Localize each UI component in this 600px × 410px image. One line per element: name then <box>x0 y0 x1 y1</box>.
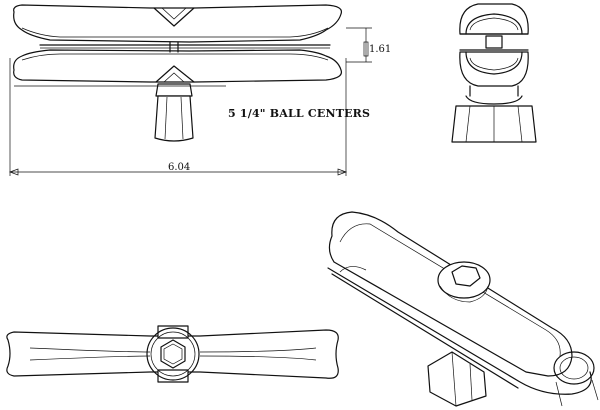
side-view <box>451 3 537 143</box>
bottom-view <box>6 325 339 383</box>
overall-length-dimension-label: 6.04 <box>168 162 191 173</box>
height-dimension-label: 1.61 <box>369 44 392 55</box>
front-view <box>9 4 372 176</box>
ball-centers-dimension-label: 5 1/4" BALL CENTERS <box>228 107 371 120</box>
isometric-view <box>327 211 599 407</box>
